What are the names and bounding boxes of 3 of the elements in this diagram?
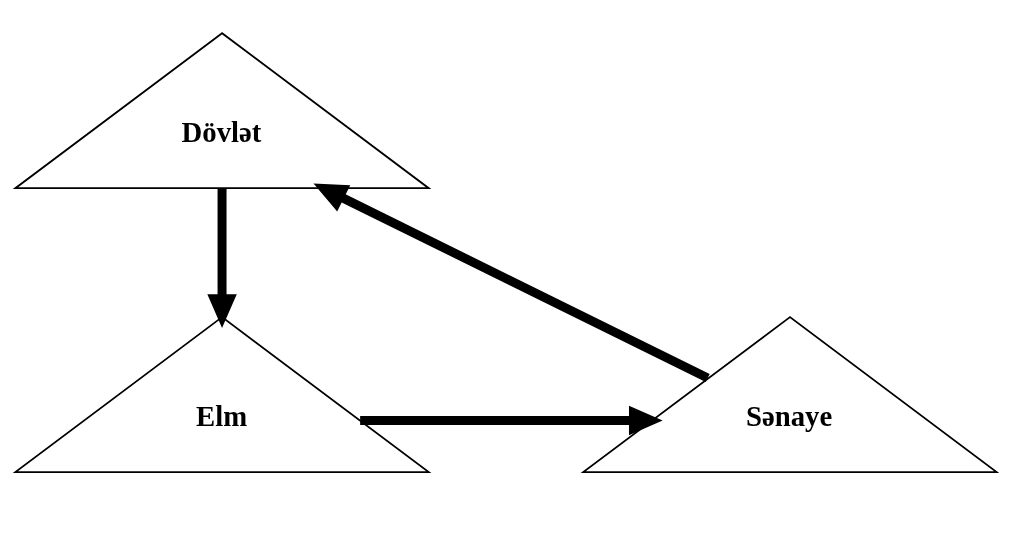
- arrow: [360, 405, 663, 436]
- arrow: [207, 188, 237, 328]
- arrow: [313, 183, 710, 383]
